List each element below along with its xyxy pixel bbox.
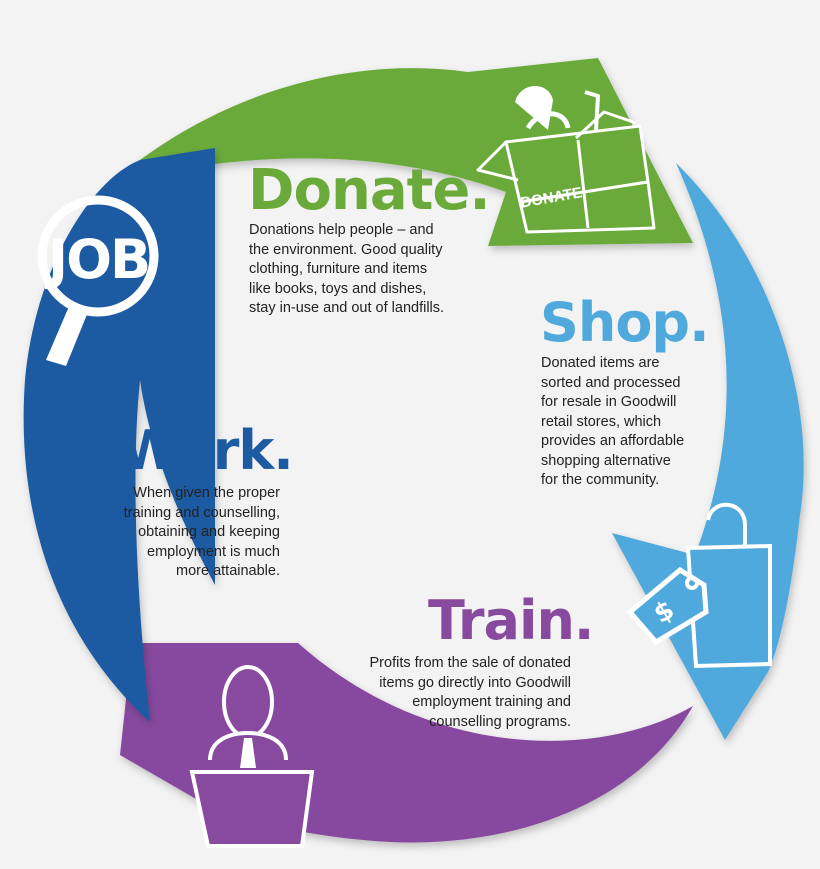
work-line: employment is much (147, 543, 280, 560)
donate-line: Donations help people – and (249, 222, 434, 238)
donation-box-icon (476, 85, 656, 234)
shop-line: sorted and processed (541, 374, 681, 391)
work-line: When given the proper (133, 485, 280, 501)
shop-line: retail stores, which (541, 413, 662, 430)
train-line: items go directly into Goodwill (379, 674, 571, 691)
donate-line: like books, toys and dishes, (249, 280, 427, 297)
shop-heading: Shop. (540, 291, 710, 354)
donate-line: stay in-use and out of landfills. (249, 300, 445, 316)
train-heading: Train. (428, 589, 594, 652)
shop-line: for resale in Goodwill (541, 394, 677, 410)
train-line: counselling programs. (429, 713, 571, 730)
job-search-magnifier-icon (37, 195, 159, 366)
work-line: training and counselling, (123, 504, 280, 521)
work-line: more attainable. (176, 563, 280, 579)
work-description: When given the proper training and couns… (124, 484, 280, 582)
job-label: JOB (44, 228, 149, 291)
shop-description: Donated items are sorted and processed f… (541, 354, 684, 491)
shop-line: shopping alternative (541, 452, 671, 469)
person-at-podium-icon (189, 665, 315, 848)
work-heading: Work. (120, 419, 294, 482)
donate-line: clothing, furniture and items (249, 261, 428, 277)
shopping-bag-price-tag-icon (626, 502, 772, 669)
donate-heading: Donate. (248, 158, 491, 223)
shop-line: Donated items are (541, 355, 660, 371)
donate-line: the environment. Good quality (249, 241, 443, 258)
shop-line: for the community. (541, 472, 660, 488)
work-arrow (23, 148, 215, 722)
shop-line: provides an affordable (541, 433, 685, 449)
train-description: Profits from the sale of donated items g… (370, 654, 572, 732)
train-line: Profits from the sale of donated (369, 655, 572, 671)
work-line: obtaining and keeping (138, 524, 280, 540)
donate-description: Donations help people – and the environm… (249, 221, 444, 319)
train-line: employment training and (412, 694, 571, 710)
